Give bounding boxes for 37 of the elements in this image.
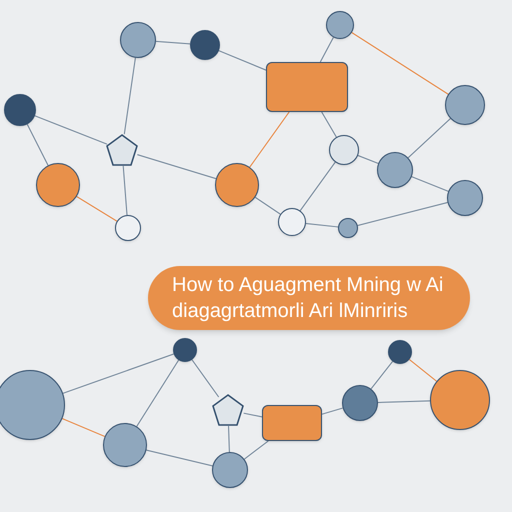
pentagon-node [106,134,138,166]
connector-line [411,176,449,192]
connector-line [26,124,49,166]
connector-line [76,196,118,222]
connector-line [357,202,448,226]
connector-line [155,40,191,44]
connector-line [320,36,334,62]
connector-line [122,165,128,216]
connector-line [300,162,336,212]
node-card [266,62,348,112]
connector-line [62,354,174,394]
connector-line [136,360,180,427]
connector-line [254,196,281,215]
connector-line [218,50,266,71]
connector-line [357,154,379,164]
connector-line [408,359,438,382]
connector-line [34,115,108,145]
connector-line [192,359,220,398]
connector-line [228,426,230,452]
pentagon-node [212,394,244,426]
connector-line [305,223,339,228]
connector-line [136,154,216,180]
connector-line [249,112,290,168]
connector-line [243,412,262,418]
connector-line [322,408,344,415]
connector-line [124,57,136,135]
connector-line [62,418,106,437]
connector-line [321,112,337,138]
connector-line [378,400,431,403]
connector-line [351,32,449,95]
connector-line [146,450,213,466]
connector-line [370,360,394,390]
node-card [262,405,322,441]
connector-line [408,118,451,158]
title-text: How to Aguagment Mning w Ai diagagrtatmorli Ari lMinriris [172,273,444,324]
connector-line [244,440,269,460]
title-banner [148,266,470,330]
